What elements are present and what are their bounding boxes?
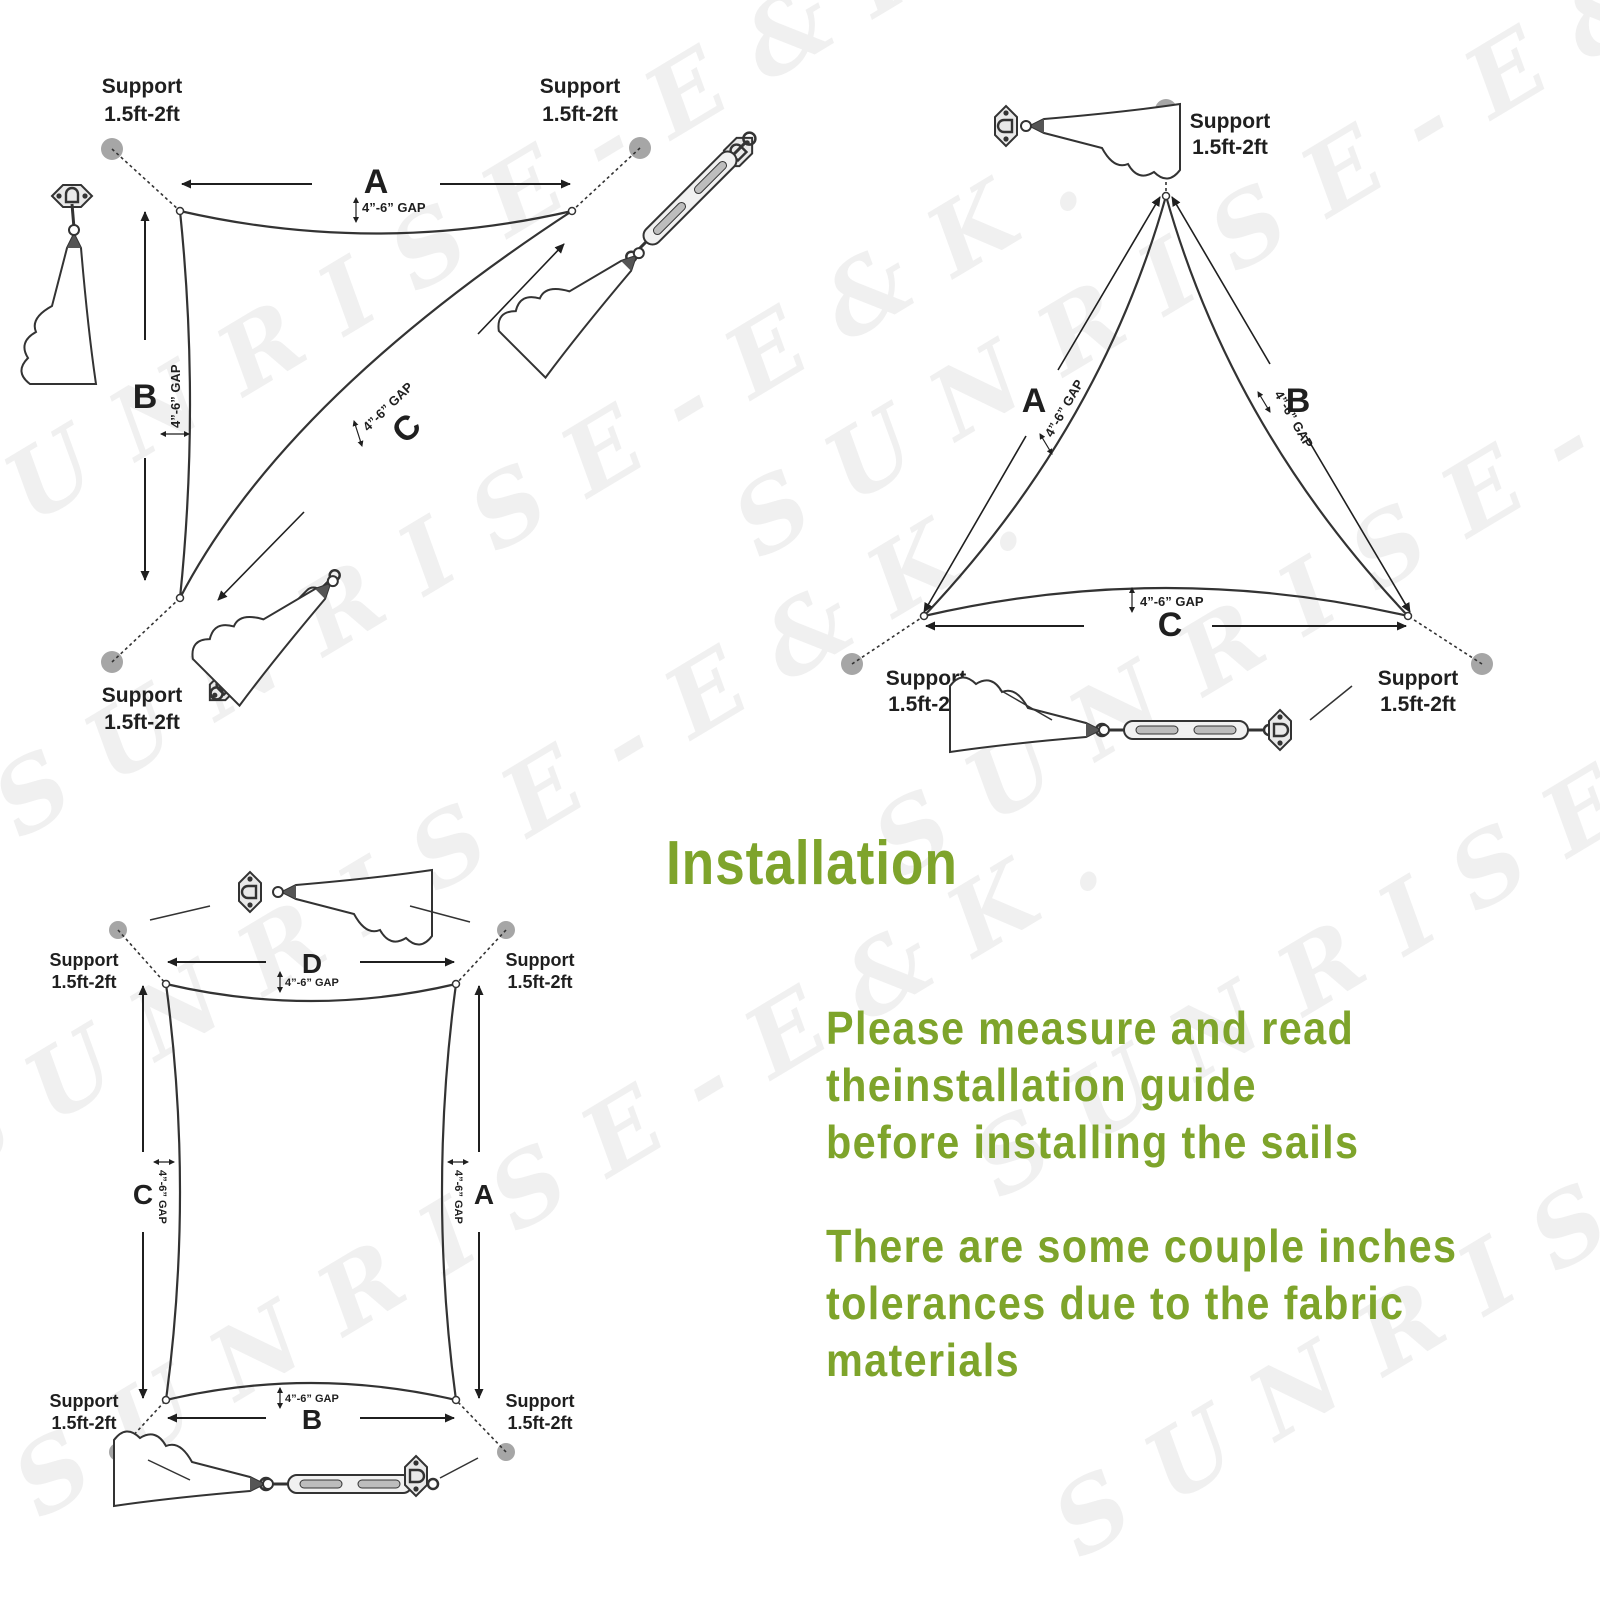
tension-line [455,1399,507,1453]
connector-line [409,905,471,923]
support-top-left: Support 1.5ft-2ft [50,950,119,992]
rectangle-diagram: Support 1.5ft-2ft Support 1.5ft-2ft Supp… [50,869,575,1507]
sail-ring [919,611,929,621]
support-label: Support [1378,667,1458,690]
side-label-a: A [474,1179,494,1210]
dimension-arrow-icon [477,243,565,335]
tolerance-note: There are some couple inches tolerances … [826,1218,1457,1389]
sail-ring [451,1395,461,1405]
gap-indicator [352,420,364,447]
support-range: 1.5ft-2ft [51,1413,116,1433]
support-label: Support [50,950,119,970]
dimension-arrow-icon [1057,196,1161,371]
side-label-b: B [1286,382,1311,420]
support-label: Support [102,684,182,707]
support-range: 1.5ft-2ft [542,103,618,126]
sail-ring [567,206,577,216]
connector-line [147,1459,191,1481]
gap-label: 4”-6” GAP [285,1393,339,1405]
support-range: 1.5ft-2ft [1380,693,1456,716]
sail-ring [1403,611,1413,621]
connector-line [149,905,211,921]
support-range: 1.5ft-2ft [1192,136,1268,159]
sail-corner-icon [20,224,97,385]
support-range: 1.5ft-2ft [104,103,180,126]
support-bottom-right: Support 1.5ft-2ft [506,1391,575,1433]
support-range: 1.5ft-2ft [507,972,572,992]
connector-line [439,1457,479,1479]
side-label-a: A [364,163,389,201]
support-bottom-left: Support 1.5ft-2ft [50,1391,119,1433]
support-top-left: Support 1.5ft-2ft [101,75,182,160]
note-line: materials [826,1334,1020,1386]
pad-eye-icon [50,183,94,209]
hook-icon [70,203,76,229]
gap-label: 4”-6” GAP [1140,594,1204,609]
support-label: Support [1190,110,1270,133]
tension-line [117,929,167,985]
sail-ring [161,1395,171,1405]
gap-label: 4”-6” GAP [362,200,426,215]
sail-outline [178,209,573,599]
side-label-a: A [1022,382,1047,420]
dimension-arrow-icon [217,511,305,601]
instruction-line: before installing the sails [826,1116,1360,1168]
support-label: Support [50,1391,119,1411]
support-range: 1.5ft-2ft [507,1413,572,1433]
support-range: 1.5ft-2ft [888,693,964,716]
side-label-b: B [302,1404,322,1435]
measure-instruction: Please measure and read theinstallation … [826,1000,1359,1171]
support-label: Support [506,1391,575,1411]
side-label-b: B [133,378,158,416]
connector-line [999,689,1053,721]
note-line: tolerances due to the fabric [826,1277,1405,1329]
equilateral-triangle-diagram: Support 1.5ft-2ft Support 1.5ft-2ft Supp… [841,99,1493,753]
gap-label: 4”-6” GAP [452,1170,464,1224]
support-top-right: Support 1.5ft-2ft [506,950,575,992]
support-bottom-right: Support 1.5ft-2ft [1378,653,1493,716]
sail-ring [451,979,461,989]
gap-indicator [1039,433,1053,455]
sail-ring [161,979,171,989]
tension-line [455,929,507,985]
gap-label: 4”-6” GAP [285,977,339,989]
support-bottom-left: Support 1.5ft-2ft [101,651,182,734]
connector-line [1309,685,1353,721]
dimension-arrow-icon [1305,435,1411,613]
tension-line [851,615,925,665]
pad-eye-icon [1267,708,1293,752]
support-label: Support [540,75,620,98]
support-bottom-left: Support 1.5ft-2ft [841,653,966,716]
right-triangle-diagram: Support 1.5ft-2ft Support 1.5ft-2ft Supp… [20,75,762,734]
sail-ring [1161,191,1171,201]
support-label: Support [506,950,575,970]
tension-line [111,148,181,212]
sail-ring [175,206,185,216]
side-label-c: C [1158,606,1183,644]
gap-label: 4”-6” GAP [156,1170,168,1224]
dimension-arrow-icon [923,435,1027,613]
note-line: There are some couple inches [826,1220,1458,1272]
sail-outline [920,191,1412,618]
dimension-arrow-icon [1171,196,1271,365]
sail-ring [175,593,185,603]
gap-indicator [1257,391,1271,413]
support-range: 1.5ft-2ft [51,972,116,992]
instruction-line: Please measure and read [826,1002,1355,1054]
side-label-d: D [302,948,322,979]
gap-label: 4”-6” GAP [168,364,183,428]
support-label: Support [102,75,182,98]
side-label-c: C [133,1179,153,1210]
page-title: Installation [666,829,958,898]
instruction-line: theinstallation guide [826,1059,1257,1111]
tension-line [1407,615,1483,665]
support-label: Support [886,667,966,690]
support-range: 1.5ft-2ft [104,711,180,734]
